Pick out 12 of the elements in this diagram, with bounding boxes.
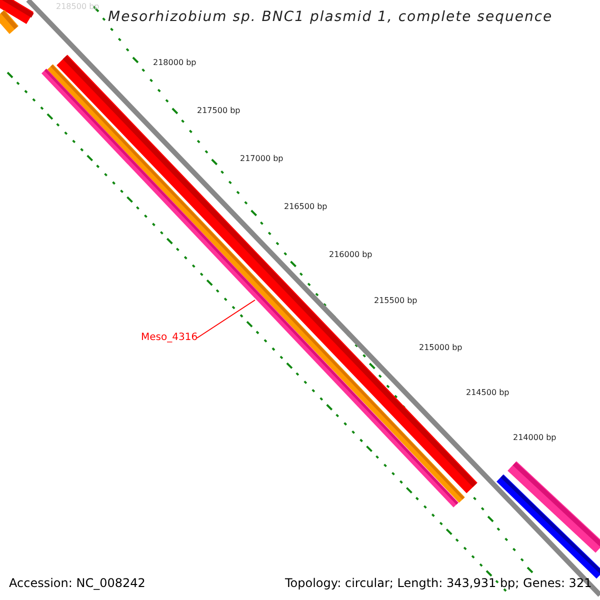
scale-label: 214500 bp (466, 388, 510, 397)
scale-label: 214000 bp (513, 433, 556, 442)
scale-label: 216500 bp (284, 202, 328, 211)
scale-label: 215500 bp (374, 296, 418, 305)
scale-label: 215000 bp (419, 343, 462, 352)
scale-label: 216000 bp (329, 250, 372, 259)
scale-label: 217500 bp (197, 106, 240, 115)
genome-info-text: Topology: circular; Length: 343,931 bp; Genes: 321 (285, 576, 592, 590)
scale-label: 217000 bp (240, 154, 284, 163)
title: Mesorhizobium sp. BNC1 plasmid 1, complete sequence (108, 9, 553, 25)
accession-text: Accession: NC_008242 (9, 576, 146, 590)
leader-line (196, 300, 256, 338)
